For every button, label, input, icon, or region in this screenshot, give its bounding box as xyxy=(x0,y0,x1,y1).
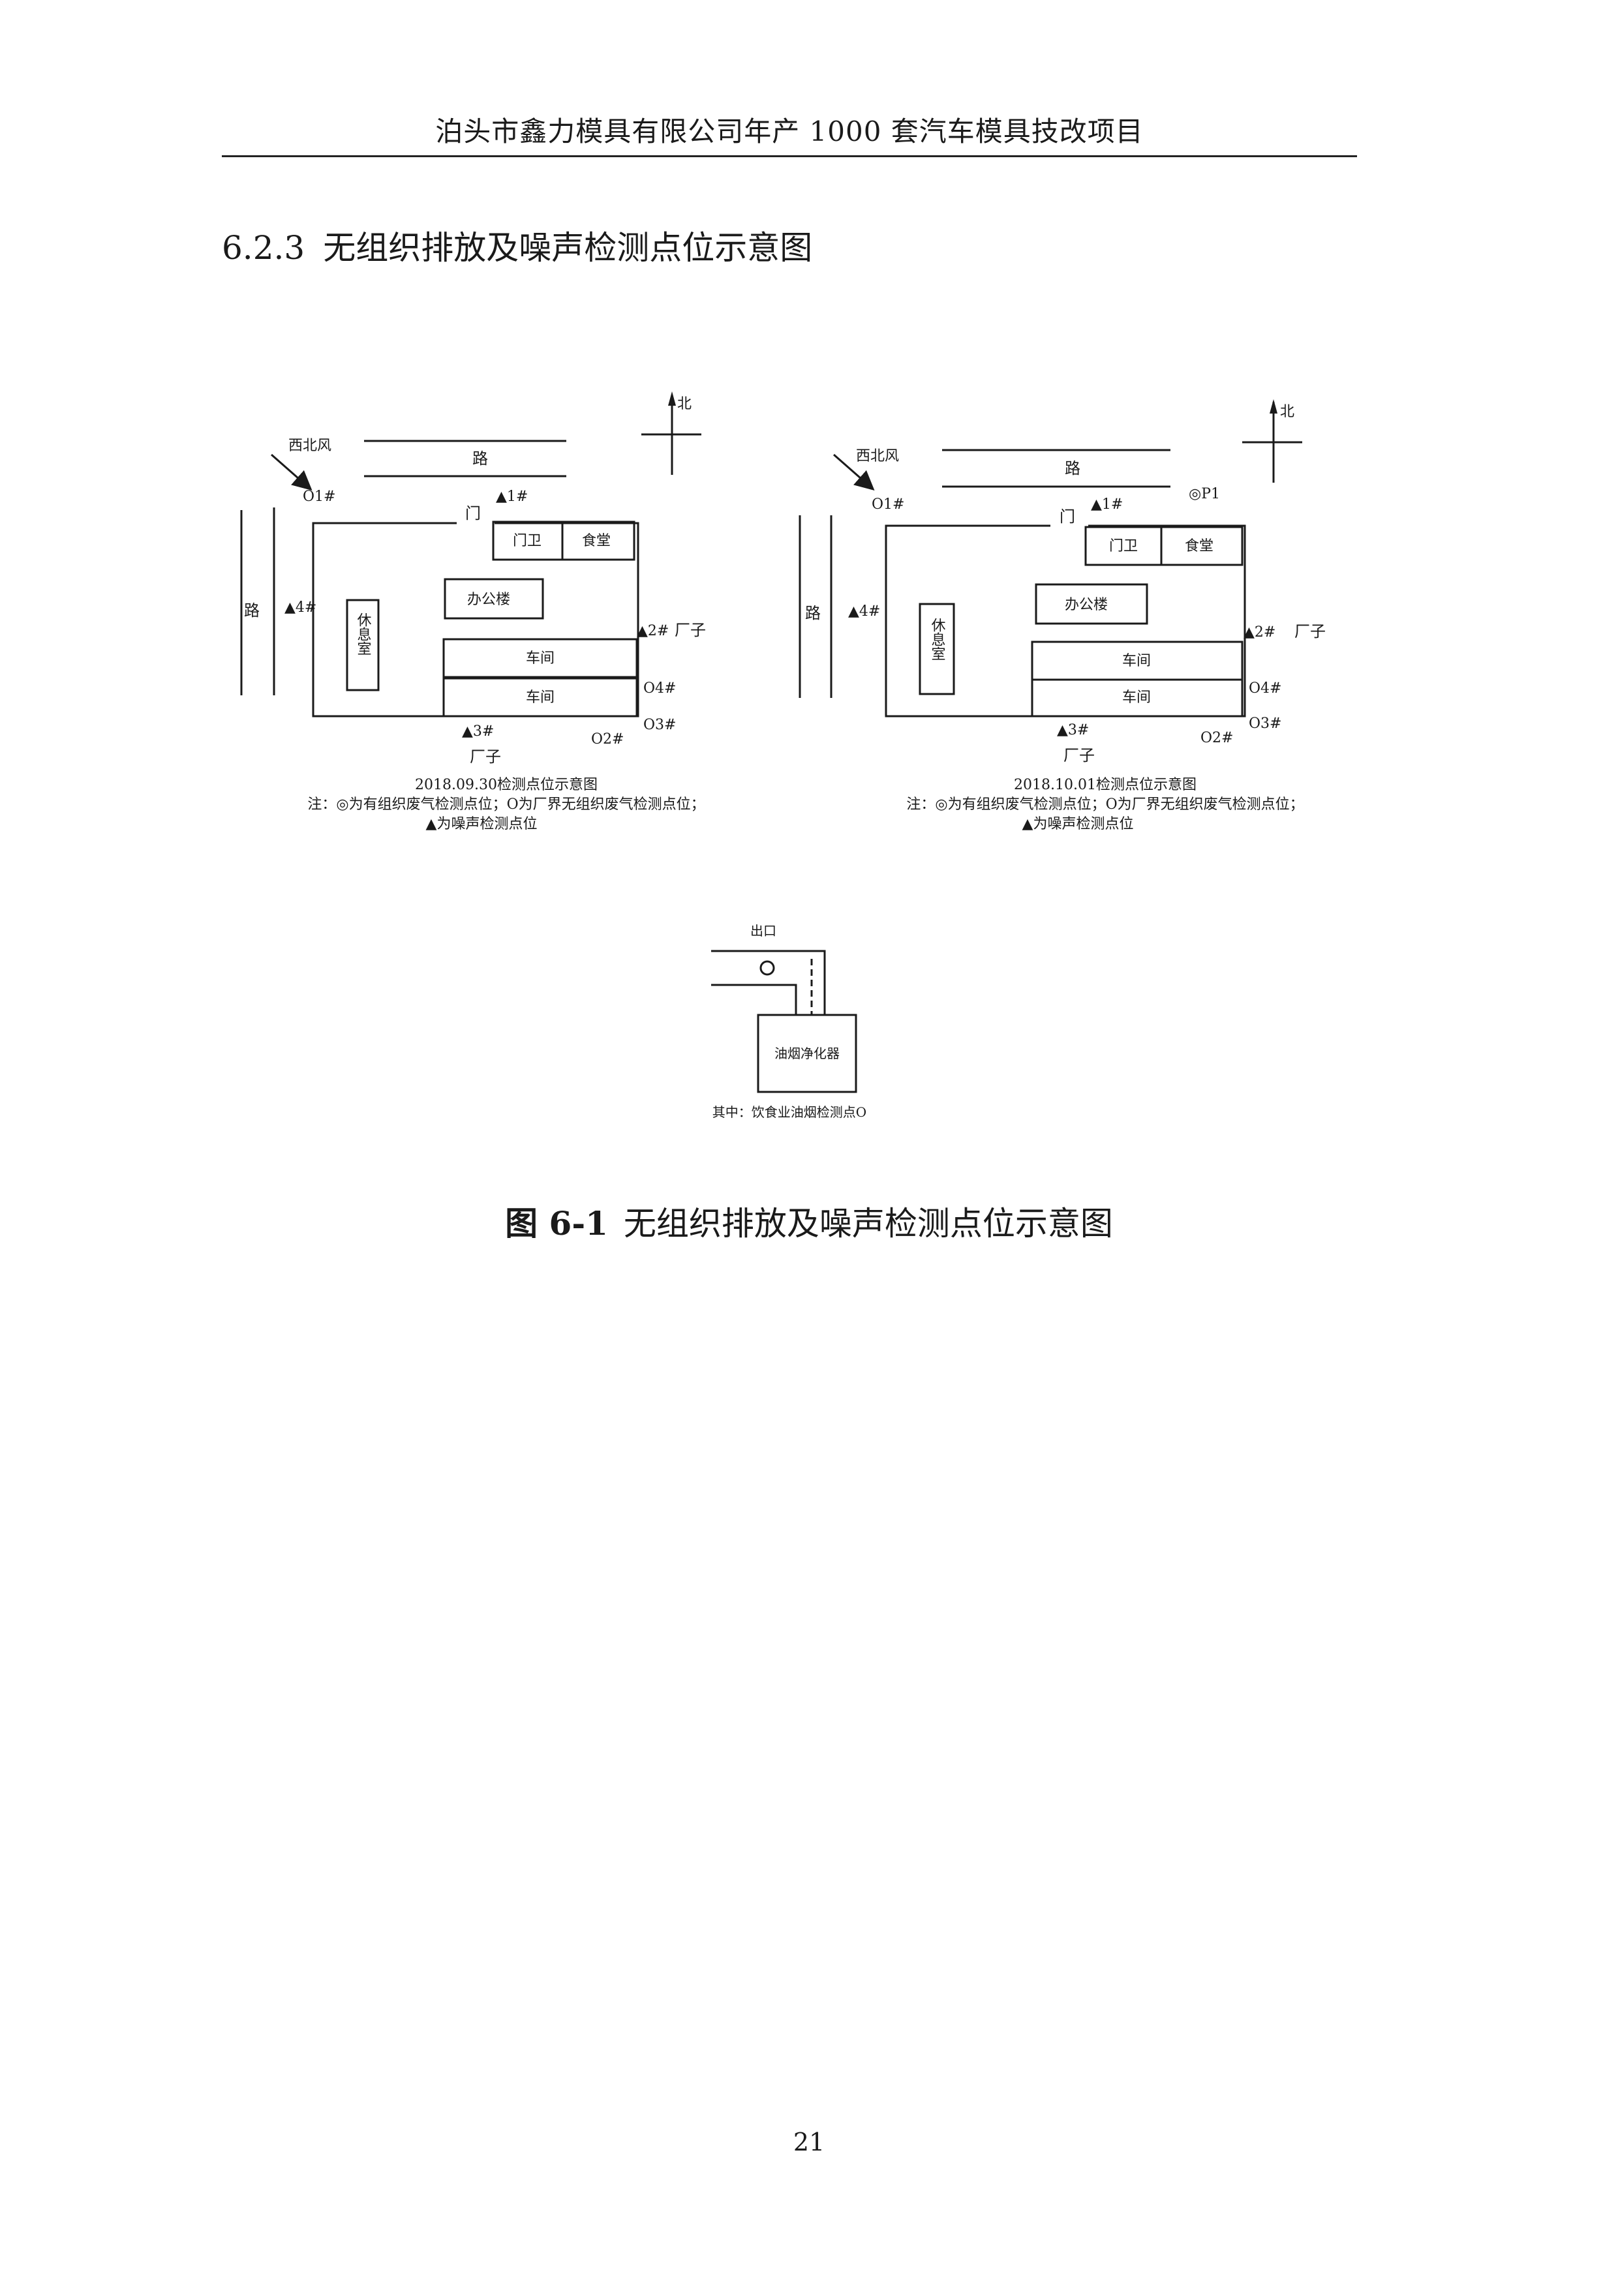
noise-point-2: ▲2# xyxy=(637,623,669,639)
road-top-label: 路 xyxy=(472,449,488,468)
office-label: 办公楼 xyxy=(1065,597,1108,613)
map-note-1: 注：◎为有组织废气检测点位；O为厂界无组织废气检测点位； xyxy=(307,796,705,813)
purifier-label: 油烟净化器 xyxy=(774,1046,840,1061)
plant-south-label: 厂子 xyxy=(1063,746,1095,764)
workshop-2-label: 车间 xyxy=(526,689,555,706)
section-heading: 6.2.3 无组织排放及噪声检测点位示意图 xyxy=(222,222,831,269)
outlet-label: 出口 xyxy=(750,923,776,939)
map-note-1: 注：◎为有组织废气检测点位；O为厂界无组织废气检测点位； xyxy=(906,796,1304,813)
figure-6-1: 北 西北风 路 路 门 门卫 食堂 办公楼 休息室 车间 车间 厂子 厂子 xyxy=(240,391,1326,1120)
figure-title: 无组织排放及噪声检测点位示意图 xyxy=(623,1205,1113,1243)
road-left-label: 路 xyxy=(244,601,260,620)
map-note-2: ▲为噪声检测点位 xyxy=(1022,816,1134,832)
map-note-2: ▲为噪声检测点位 xyxy=(426,816,538,832)
purifier-device xyxy=(757,1014,857,1093)
gate-label: 门 xyxy=(1060,507,1075,526)
page-number: 21 xyxy=(793,2128,825,2156)
figure-caption: 图 6-1 无组织排放及噪声检测点位示意图 xyxy=(0,1198,1618,1245)
purifier-diagram: 出口 油烟净化器 其中：饮食业油烟检测点O xyxy=(711,923,866,1120)
workshop-2-label: 车间 xyxy=(1122,689,1151,706)
compass-left: 北 xyxy=(641,391,701,475)
road-top-label: 路 xyxy=(1065,459,1080,477)
point-o1: O1# xyxy=(872,496,904,513)
noise-point-4: ▲4# xyxy=(284,599,316,616)
workshop-2 xyxy=(1031,678,1244,718)
noise-point-3: ▲3# xyxy=(462,723,494,740)
rest-room xyxy=(346,599,380,691)
gate-label: 门 xyxy=(465,504,481,522)
wind-label: 西北风 xyxy=(856,448,899,464)
site-map-right: 北 西北风 路 路 门 门卫 食堂 办公楼 休息室 车间 车间 厂子 厂子 O1… xyxy=(799,399,1326,832)
site-map-left: 北 西北风 路 路 门 门卫 食堂 办公楼 休息室 车间 车间 厂子 厂子 xyxy=(240,391,706,832)
wind-label: 西北风 xyxy=(288,438,331,454)
section-title: 无组织排放及噪声检测点位示意图 xyxy=(323,229,813,267)
plant-east-label: 厂子 xyxy=(675,621,706,639)
guard-label: 门卫 xyxy=(513,533,542,549)
canteen-label: 食堂 xyxy=(582,533,611,549)
map-caption: 2018.10.01检测点位示意图 xyxy=(1014,777,1197,793)
noise-point-3: ▲3# xyxy=(1057,722,1089,738)
workshop-2 xyxy=(442,677,638,718)
wind-arrow xyxy=(833,453,875,491)
north-label: 北 xyxy=(1280,404,1294,420)
noise-point-4: ▲4# xyxy=(848,603,880,620)
compass-right: 北 xyxy=(1242,399,1302,483)
canteen-label: 食堂 xyxy=(1185,538,1214,554)
north-label: 北 xyxy=(677,396,692,412)
point-o1: O1# xyxy=(303,489,335,505)
organized-point-p1: ◎P1 xyxy=(1189,486,1220,502)
rest-room xyxy=(919,603,955,695)
workshop-1-label: 车间 xyxy=(526,650,555,667)
figure-number: 图 6-1 xyxy=(505,1204,608,1243)
guard-label: 门卫 xyxy=(1109,538,1138,554)
section-number: 6.2.3 xyxy=(222,229,305,267)
road-left-label: 路 xyxy=(805,604,821,622)
noise-point-2: ▲2# xyxy=(1244,624,1275,641)
guard-canteen-building xyxy=(492,521,635,561)
rest-room-label: 休息室 xyxy=(355,612,372,656)
map-caption: 2018.09.30检测点位示意图 xyxy=(415,777,598,793)
office-building xyxy=(1035,583,1148,625)
document-header: 泊头市鑫力模具有限公司年产 1000 套汽车模具技改项目 xyxy=(435,115,1144,147)
point-o3: O3# xyxy=(643,717,676,733)
point-o2: O2# xyxy=(1200,730,1233,746)
guard-canteen-building xyxy=(1084,526,1244,566)
workshop-1-label: 车间 xyxy=(1122,653,1151,669)
office-label: 办公楼 xyxy=(467,592,510,608)
plant-south-label: 厂子 xyxy=(470,748,501,766)
point-o4: O4# xyxy=(1249,680,1281,697)
point-o4: O4# xyxy=(643,680,676,697)
noise-point-1: ▲1# xyxy=(496,489,528,505)
point-o3: O3# xyxy=(1249,716,1281,732)
point-o2: O2# xyxy=(591,731,624,748)
wind-arrow xyxy=(271,453,313,491)
sampling-point-circle xyxy=(759,960,775,976)
purifier-note: 其中：饮食业油烟检测点O xyxy=(712,1104,866,1120)
plant-east-label: 厂子 xyxy=(1294,622,1326,641)
rest-room-label: 休息室 xyxy=(929,618,946,661)
office-building xyxy=(444,578,544,620)
duct-inner xyxy=(711,984,797,1015)
header-rule xyxy=(222,155,1357,157)
duct-outer xyxy=(711,950,826,1015)
workshop-1 xyxy=(442,638,638,678)
noise-point-1: ▲1# xyxy=(1091,496,1123,513)
